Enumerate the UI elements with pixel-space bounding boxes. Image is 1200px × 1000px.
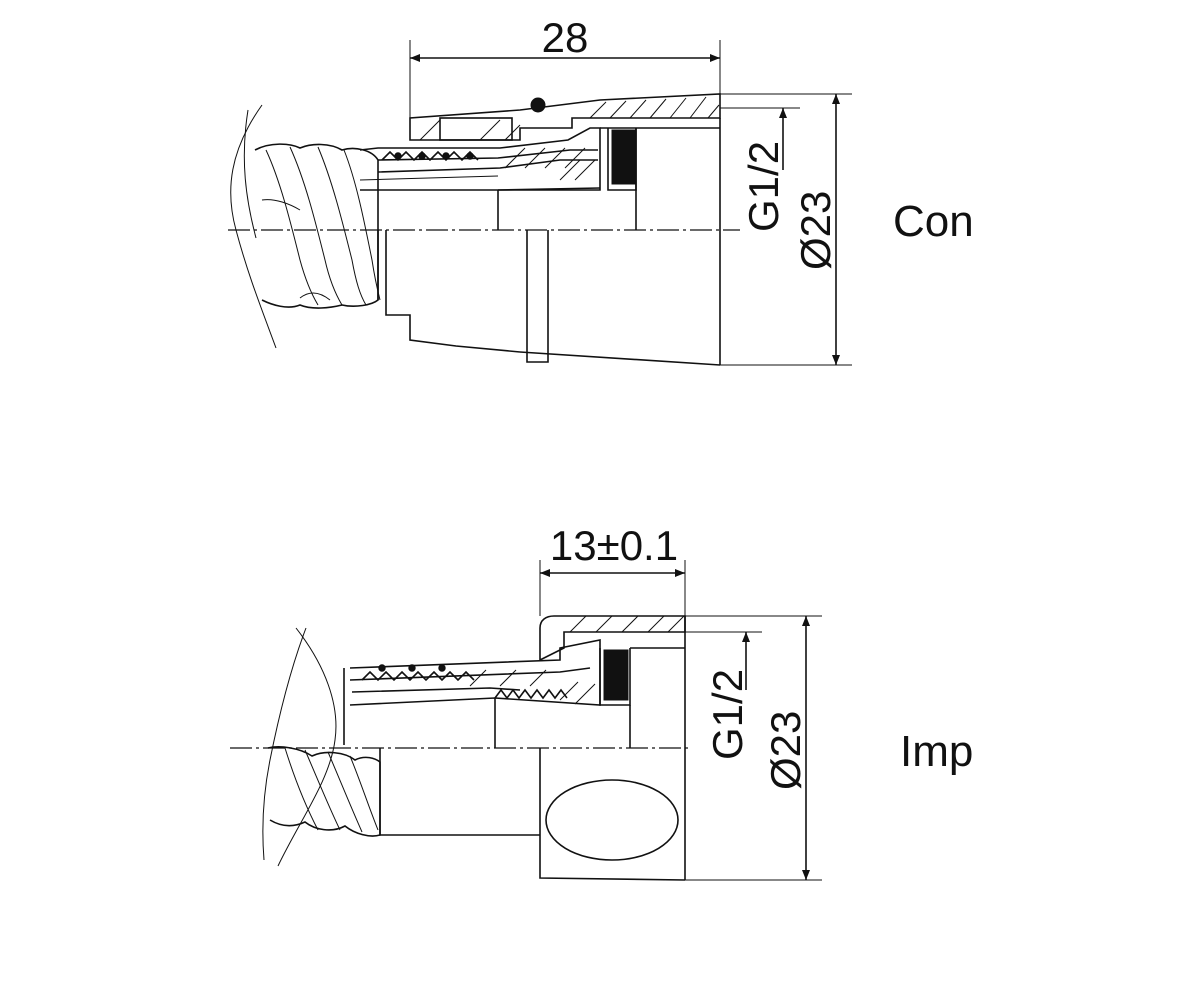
imp-thread-dimension: G1/2 bbox=[685, 631, 762, 760]
con-hose bbox=[230, 104, 381, 349]
con-exterior-lower bbox=[377, 230, 721, 366]
con-view: 28 G1/2 Ø23 Con bbox=[228, 14, 974, 366]
con-thread-label: G1/2 bbox=[740, 141, 787, 232]
imp-view-label: Imp bbox=[900, 727, 973, 776]
imp-hose bbox=[262, 627, 381, 867]
imp-section-upper bbox=[349, 615, 686, 880]
con-seal bbox=[611, 129, 637, 185]
imp-length-dimension: 13±0.1 bbox=[539, 522, 686, 616]
con-diameter-dimension: Ø23 bbox=[720, 93, 852, 366]
imp-wrench-flat bbox=[545, 779, 679, 861]
con-view-label: Con bbox=[893, 197, 974, 246]
imp-view: 13±0.1 G1/2 Ø23 Imp bbox=[230, 522, 973, 881]
con-thread-dimension: G1/2 bbox=[720, 107, 800, 232]
con-length-dimension: 28 bbox=[409, 14, 721, 120]
imp-length-label: 13±0.1 bbox=[550, 522, 678, 569]
imp-seal bbox=[603, 649, 629, 701]
imp-thread-label: G1/2 bbox=[704, 669, 751, 760]
con-length-label: 28 bbox=[542, 14, 589, 61]
con-oring bbox=[530, 97, 546, 113]
imp-diameter-label: Ø23 bbox=[762, 711, 809, 790]
imp-diameter-dimension: Ø23 bbox=[685, 615, 822, 881]
imp-exterior-lower bbox=[379, 748, 686, 881]
con-diameter-label: Ø23 bbox=[792, 191, 839, 270]
con-section-upper bbox=[359, 93, 721, 365]
